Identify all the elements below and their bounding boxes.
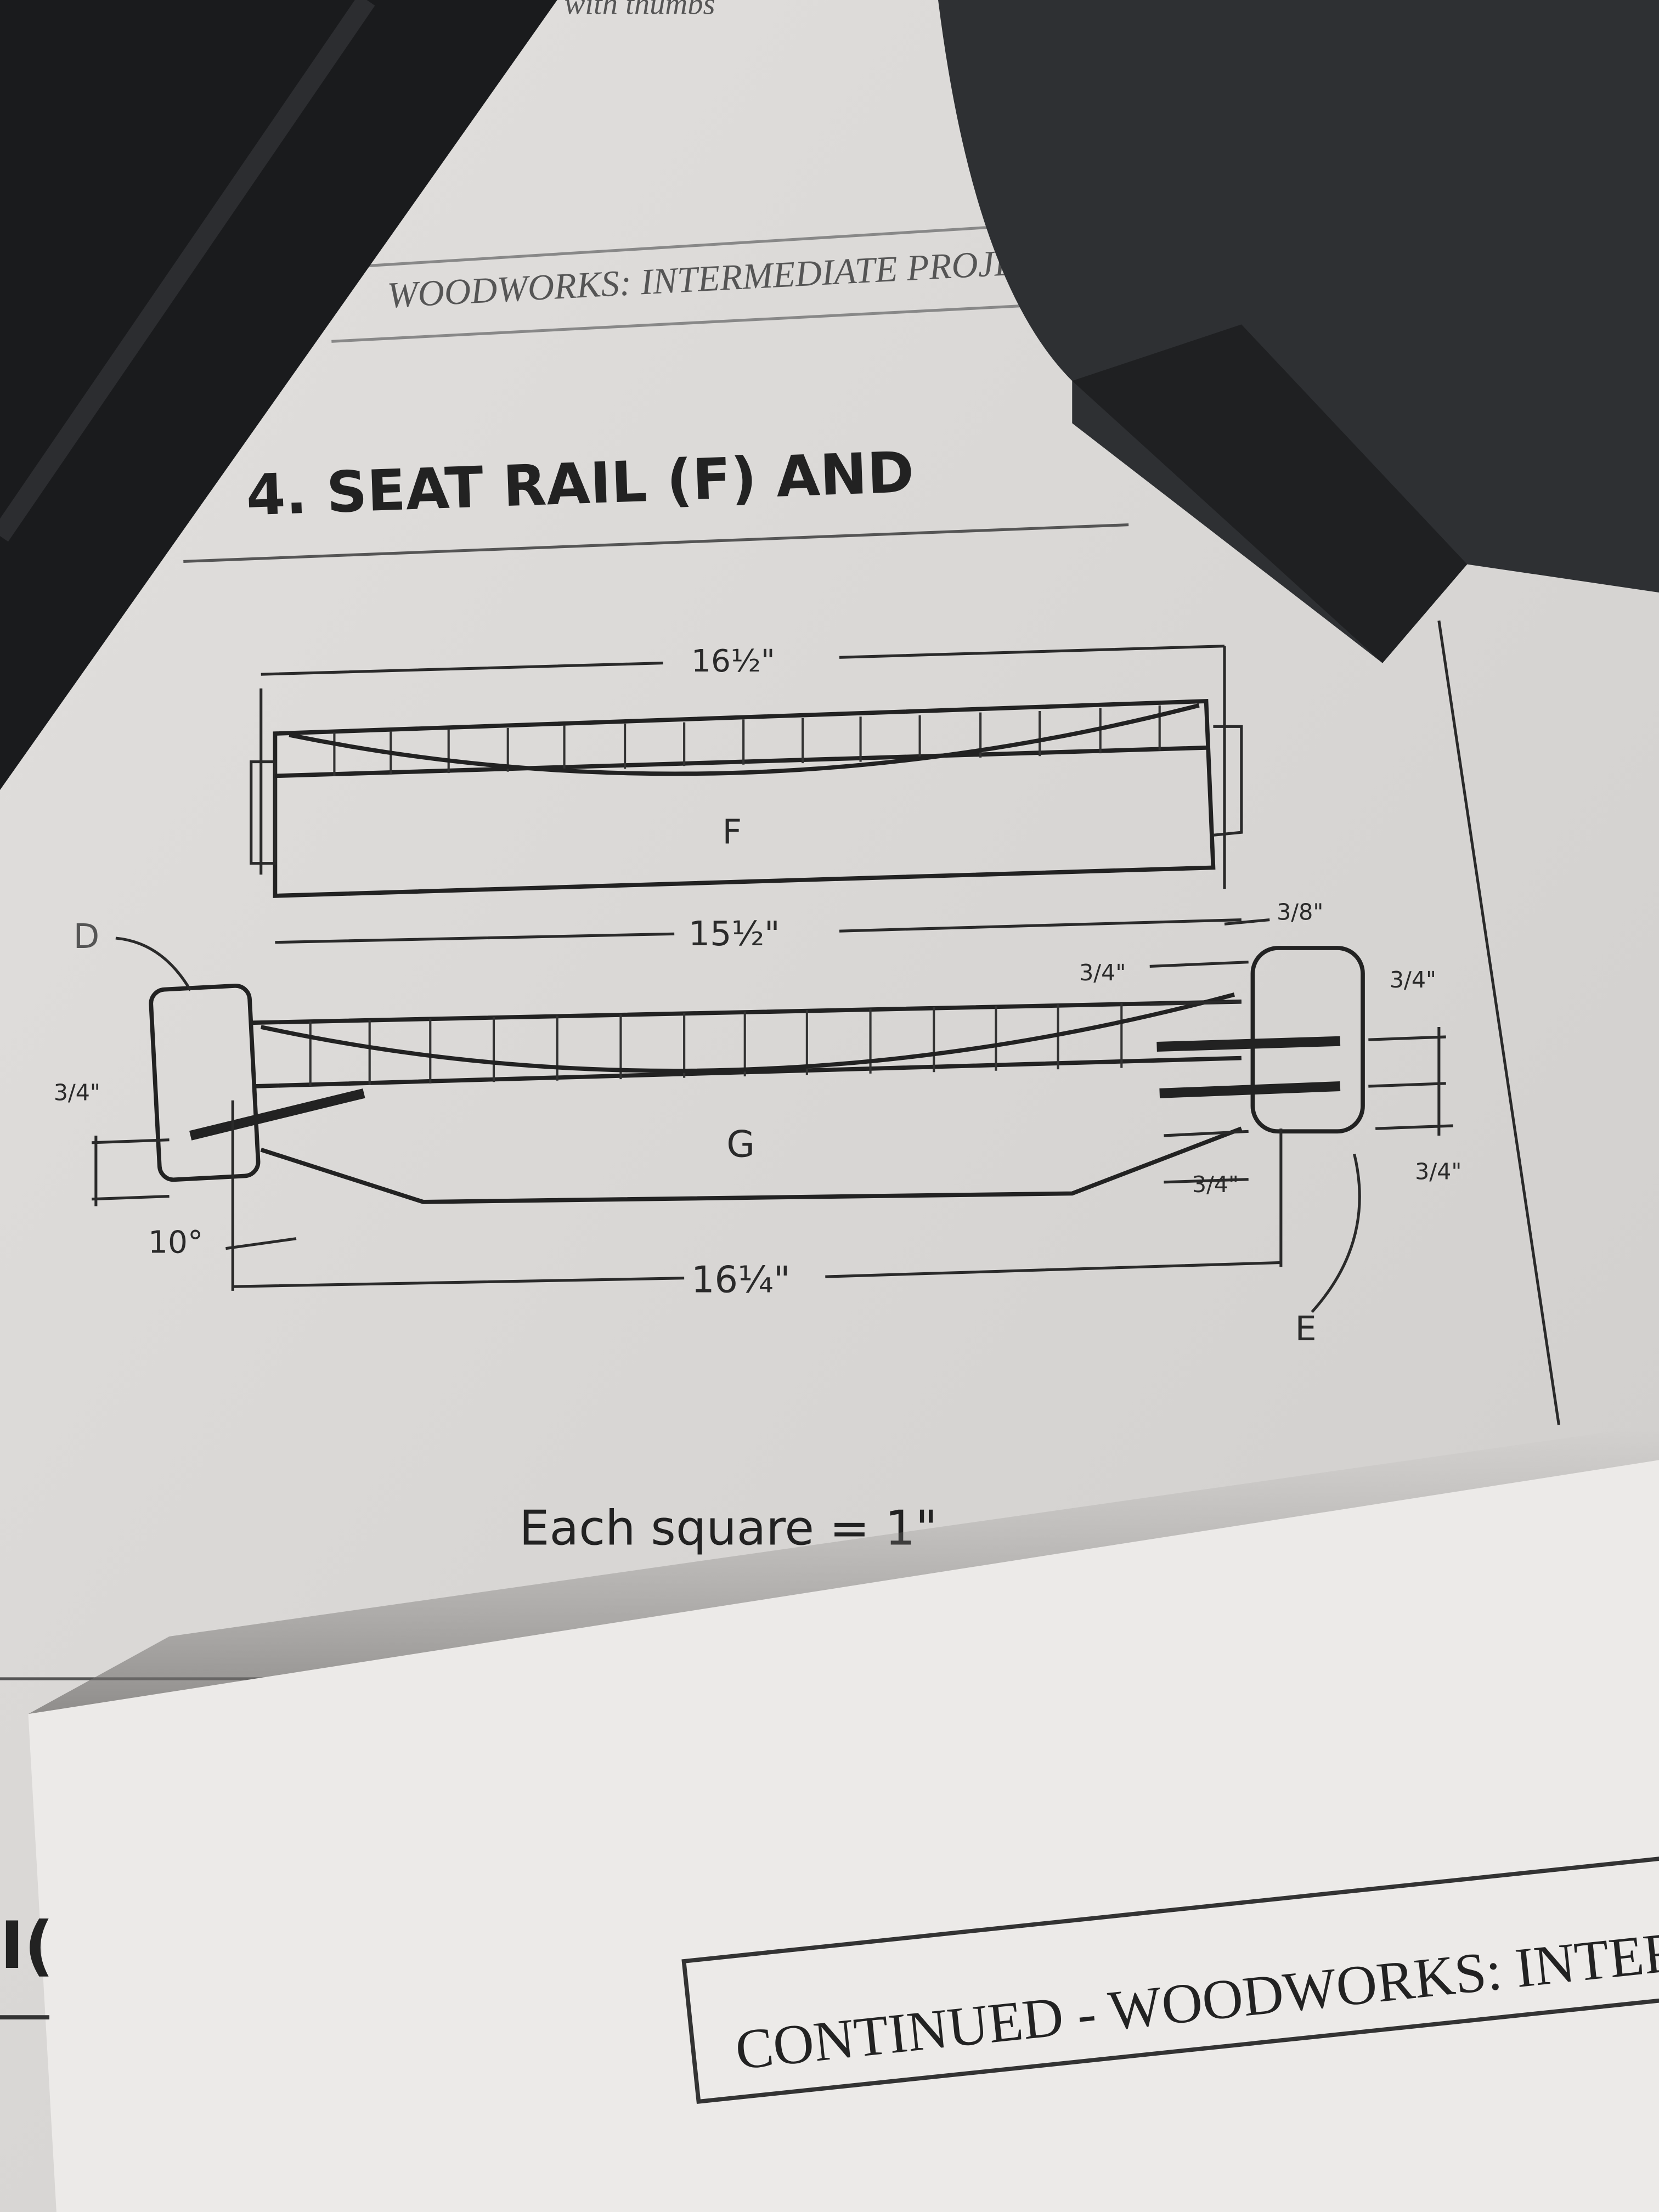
part-f: 16½" F — [250, 643, 1243, 898]
dim-three-eighths: 3/8" — [1277, 899, 1323, 926]
dark-object-base — [1072, 324, 1468, 663]
top-fragment: with thumbs — [565, 0, 715, 21]
screw-d — [189, 1088, 365, 1141]
dark-object — [938, 0, 1659, 663]
part-e-label: E — [1295, 1309, 1317, 1348]
sheet-shadow — [28, 1425, 1659, 1714]
dim-three-quarter-lower: 3/4" — [1192, 1171, 1239, 1198]
dim-bottom-label: 16¼" — [691, 1258, 791, 1301]
dim-middle-label: 15½" — [689, 914, 780, 953]
dim-top-label: 16½" — [691, 643, 775, 679]
dark-strap — [0, 0, 557, 790]
screw-e-bottom — [1159, 1081, 1341, 1098]
header-rule-bottom — [331, 302, 1073, 343]
angle-label: 10° — [148, 1224, 203, 1260]
part-f-label: F — [723, 812, 742, 852]
dim-bottom-line — [231, 1100, 1283, 1291]
title-rule — [183, 523, 1129, 563]
page-border-right — [1437, 620, 1560, 1425]
bottom-sheet — [28, 1460, 1659, 2212]
dim-middle-line — [275, 918, 1242, 944]
dim-three-quarter-upper: 3/4" — [1079, 960, 1126, 986]
part-g-label: G — [726, 1123, 755, 1166]
block-d — [149, 983, 261, 1182]
part-d-label: D — [74, 917, 100, 956]
dim-three-quarter-left: 3/4" — [54, 1080, 100, 1106]
part-g: G — [251, 992, 1243, 1204]
screw-e-top — [1156, 1036, 1341, 1052]
strap-edge — [0, 0, 375, 542]
dim-three-quarter-right-bottom: 3/4" — [1415, 1159, 1462, 1185]
left-fragment: I( — [0, 1908, 54, 1983]
header-rule-top — [331, 224, 1016, 270]
dim-three-quarter-right-top: 3/4" — [1390, 967, 1436, 993]
